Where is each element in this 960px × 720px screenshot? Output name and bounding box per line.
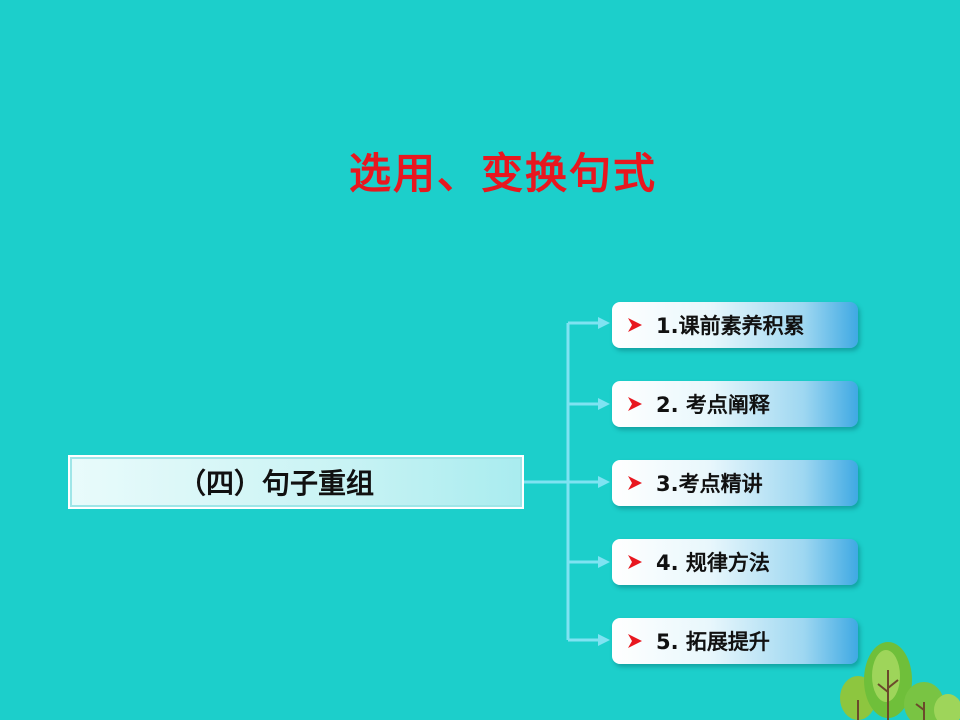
slide-title: 选用、变换句式 <box>348 149 657 198</box>
red-arrow-icon <box>628 634 642 648</box>
topic-box: （四）句子重组 <box>68 455 524 509</box>
menu-button-2[interactable]: 2. 考点阐释 <box>612 381 858 427</box>
red-arrow-icon <box>628 555 642 569</box>
menu-button-5[interactable]: 5. 拓展提升 <box>612 618 858 664</box>
topic-label: （四）句子重组 <box>177 467 374 500</box>
menu-button-label: 5. 拓展提升 <box>656 630 770 654</box>
red-arrow-icon <box>628 318 642 332</box>
menu-button-3[interactable]: 3.考点精讲 <box>612 460 858 506</box>
tree-icon <box>840 642 960 720</box>
tree-illustration <box>836 640 960 720</box>
menu-button-label: 4. 规律方法 <box>656 551 770 575</box>
menu-button-1[interactable]: 1.课前素养积累 <box>612 302 858 348</box>
red-arrow-icon <box>628 397 642 411</box>
menu-button-label: 3.考点精讲 <box>656 472 763 496</box>
menu-button-4[interactable]: 4. 规律方法 <box>612 539 858 585</box>
menu-button-label: 2. 考点阐释 <box>656 393 770 417</box>
menu-button-label: 1.课前素养积累 <box>656 314 805 338</box>
red-arrow-icon <box>628 476 642 490</box>
